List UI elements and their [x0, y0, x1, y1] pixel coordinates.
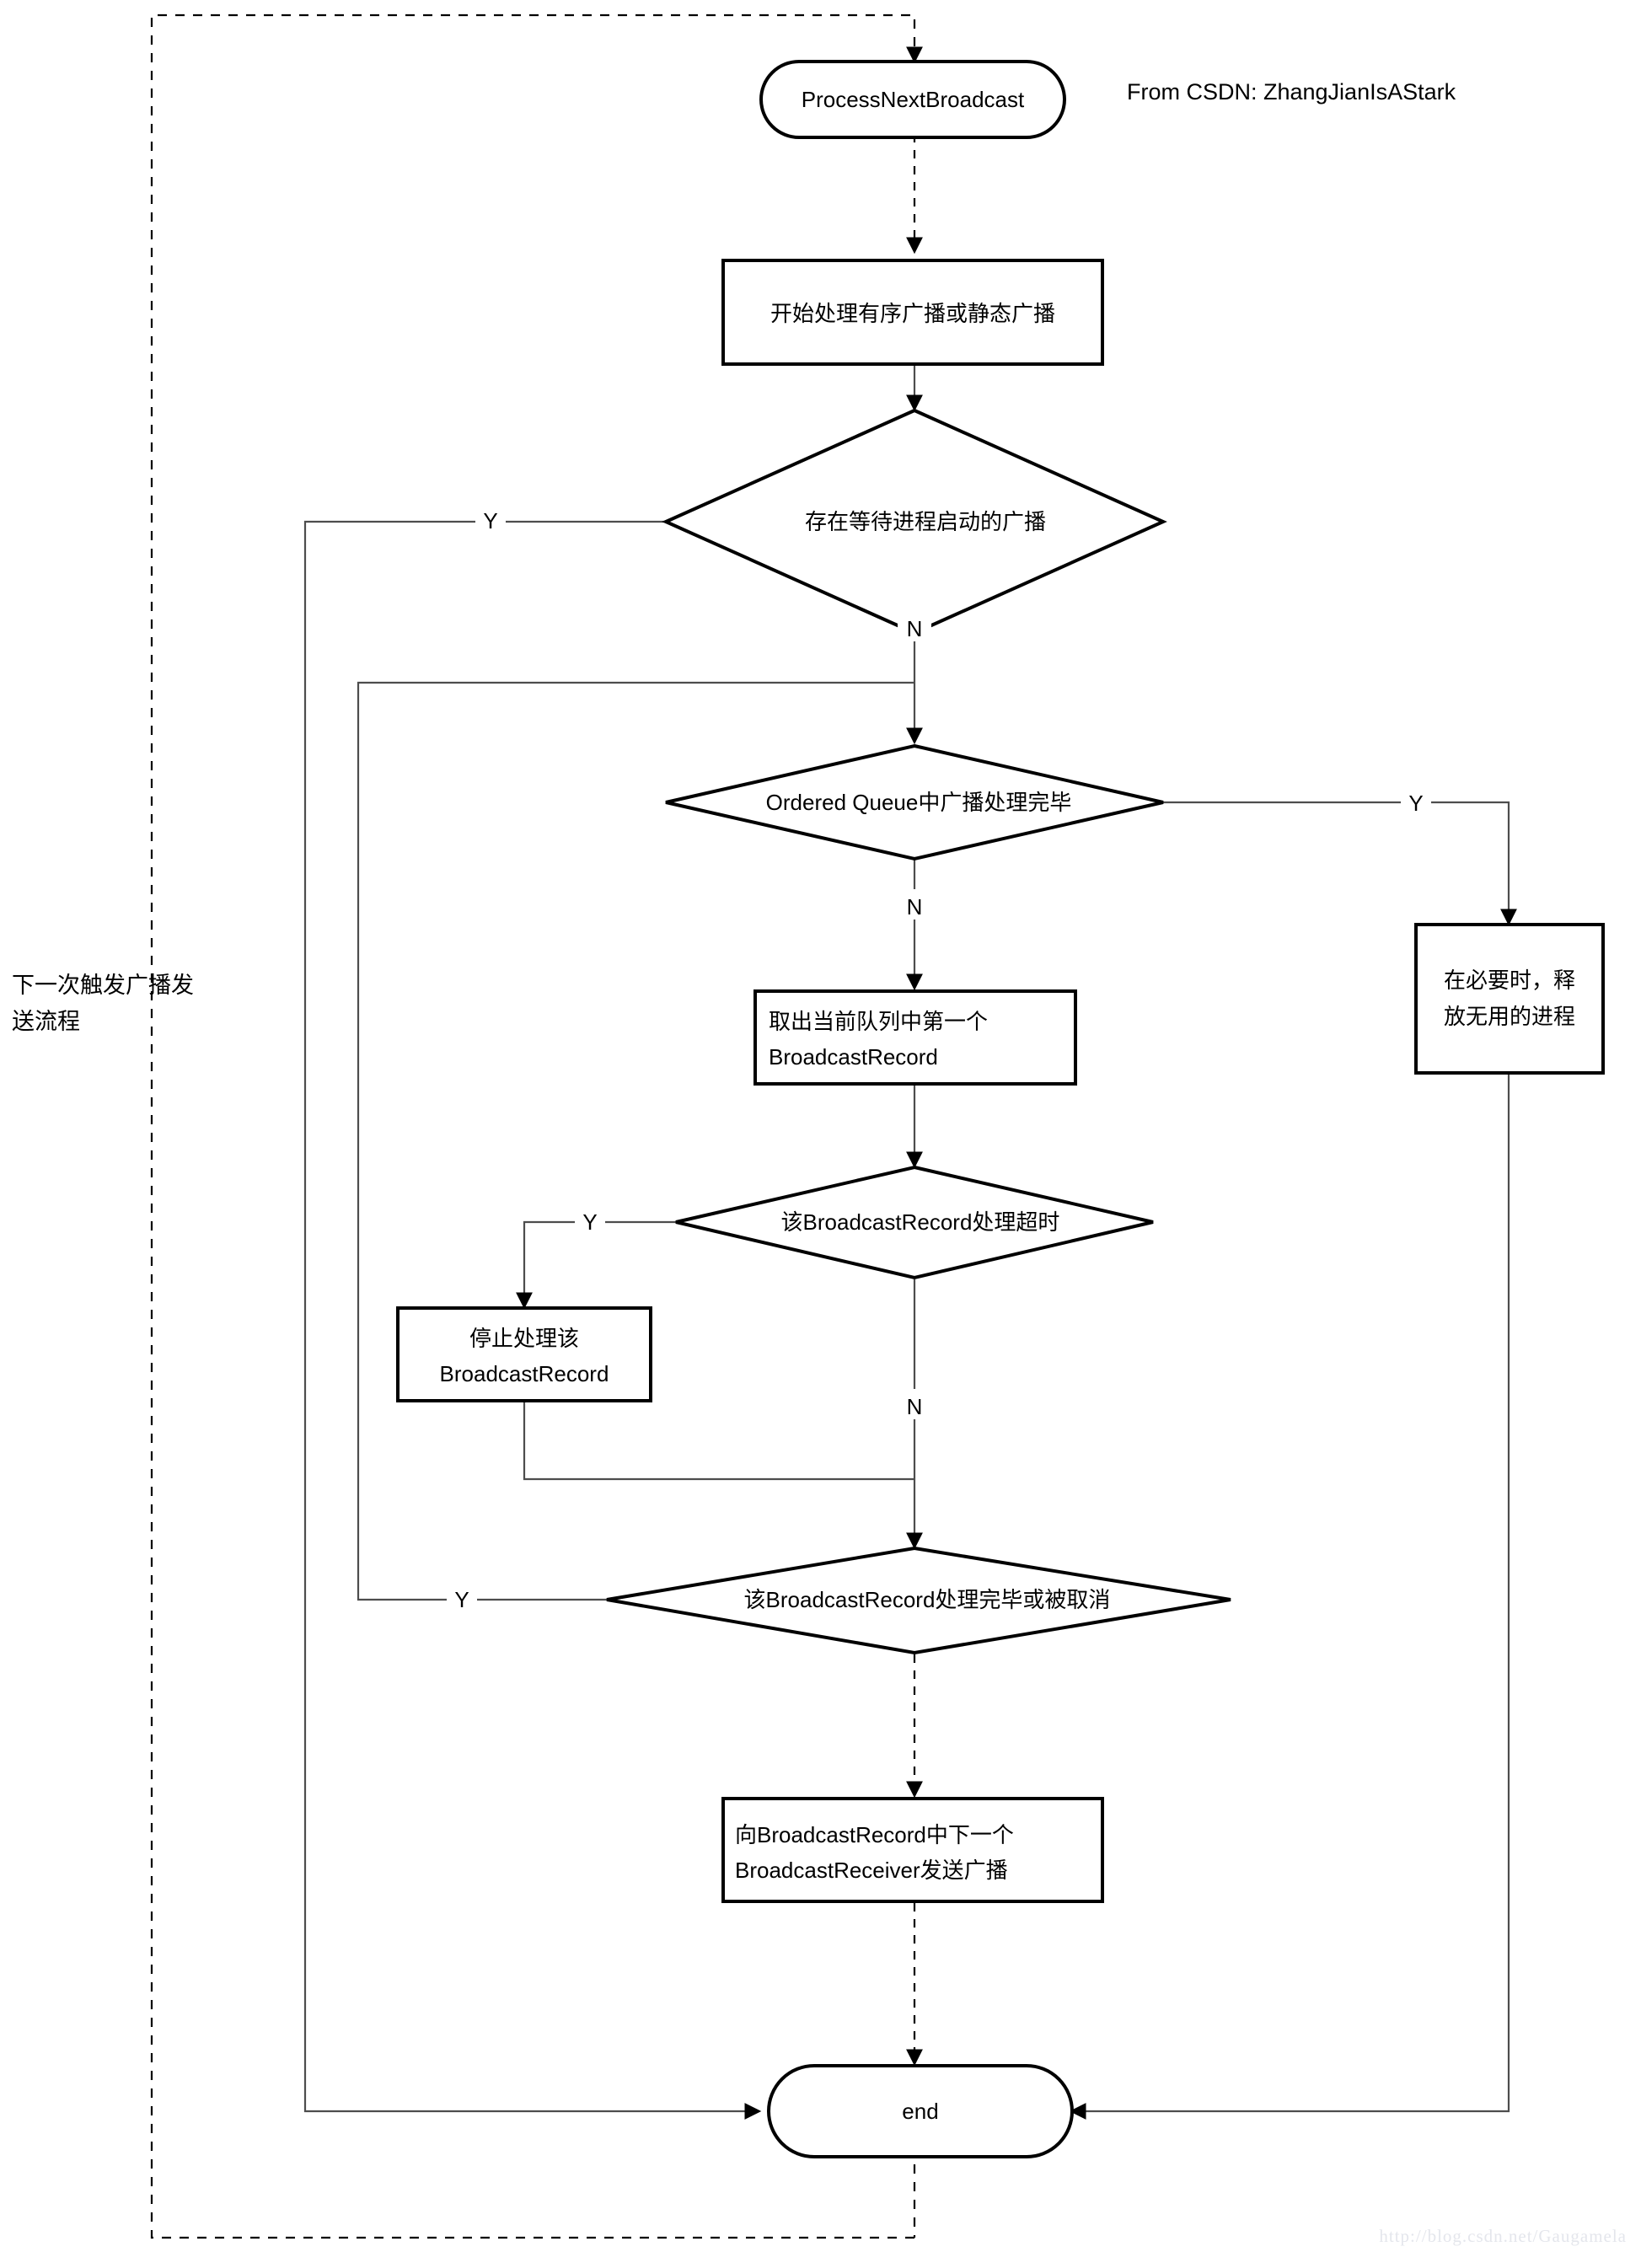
node-end-label: end [902, 2099, 938, 2124]
edge-label-group: Y N Y N Y N Y [447, 506, 1431, 1613]
edge-finished-yes-loopback [357, 681, 914, 1601]
edge-label-timeout-no: N [907, 1394, 923, 1419]
node-process-release-label-line1: 在必要时，释 [1444, 968, 1575, 993]
edge-label-timeout-yes: Y [582, 1209, 597, 1235]
node-start[interactable]: ProcessNextBroadcast [759, 60, 1066, 139]
node-decision-queue-done[interactable]: Ordered Queue中广播处理完毕 [665, 743, 1164, 861]
attribution: From CSDN: ZhangJianIsAStark [1127, 79, 1456, 105]
watermark: http://blog.csdn.net/Gaugamela [1379, 2226, 1627, 2246]
node-decision-finished[interactable]: 该BroadcastRecord处理完毕或被取消 [606, 1546, 1231, 1655]
node-process-send-next[interactable]: 向BroadcastRecord中下一个 BroadcastReceiver发送… [721, 1797, 1104, 1903]
node-process-begin[interactable]: 开始处理有序广播或静态广播 [721, 259, 1104, 366]
node-decision-pending[interactable]: 存在等待进程启动的广播 [662, 408, 1167, 635]
edge-label-pending-no: N [907, 616, 923, 641]
edge-queuedone-yes [1163, 801, 1517, 926]
attribution-label: From CSDN: ZhangJianIsAStark [1127, 79, 1456, 105]
watermark-label: http://blog.csdn.net/Gaugamela [1379, 2226, 1627, 2246]
side-note-line1: 下一次触发广播发 [12, 973, 194, 998]
side-note: 下一次触发广播发 送流程 [12, 973, 194, 1034]
node-process-stop[interactable]: 停止处理该 BroadcastRecord [396, 1306, 652, 1402]
node-process-take-first-label-line2: BroadcastRecord [769, 1044, 938, 1070]
node-process-stop-label-line2: BroadcastRecord [440, 1361, 609, 1386]
node-decision-pending-label: 存在等待进程启动的广播 [805, 509, 1046, 534]
side-note-line2: 送流程 [12, 1009, 80, 1034]
node-process-release[interactable]: 在必要时，释 放无用的进程 [1414, 923, 1605, 1075]
node-decision-timeout-label: 该BroadcastRecord处理超时 [781, 1209, 1060, 1235]
edge-label-queuedone-yes: Y [1408, 791, 1423, 816]
edge-stop-to-join [523, 1399, 914, 1481]
node-process-take-first-label-line1: 取出当前队列中第一个 [769, 1009, 988, 1034]
node-process-send-next-label-line2: BroadcastReceiver发送广播 [735, 1858, 1008, 1883]
node-process-release-label-line2: 放无用的进程 [1444, 1004, 1575, 1029]
node-process-stop-label-line1: 停止处理该 [469, 1326, 579, 1351]
node-process-take-first[interactable]: 取出当前队列中第一个 BroadcastRecord [753, 989, 1077, 1086]
edge-label-pending-yes: Y [483, 508, 497, 533]
edge-label-finished-yes: Y [454, 1587, 469, 1612]
node-decision-timeout[interactable]: 该BroadcastRecord处理超时 [675, 1165, 1154, 1280]
node-process-begin-label: 开始处理有序广播或静态广播 [770, 301, 1055, 326]
edge-release-to-end [1069, 1073, 1510, 2120]
node-process-send-next-label-line1: 向BroadcastRecord中下一个 [735, 1822, 1014, 1847]
edge-timeout-yes [516, 1220, 750, 1310]
node-end[interactable]: end [767, 2064, 1074, 2158]
node-start-label: ProcessNextBroadcast [802, 87, 1025, 112]
edge-label-queuedone-no: N [907, 894, 923, 920]
node-decision-finished-label: 该BroadcastRecord处理完毕或被取消 [744, 1587, 1111, 1612]
node-decision-queue-done-label: Ordered Queue中广播处理完毕 [766, 790, 1072, 815]
